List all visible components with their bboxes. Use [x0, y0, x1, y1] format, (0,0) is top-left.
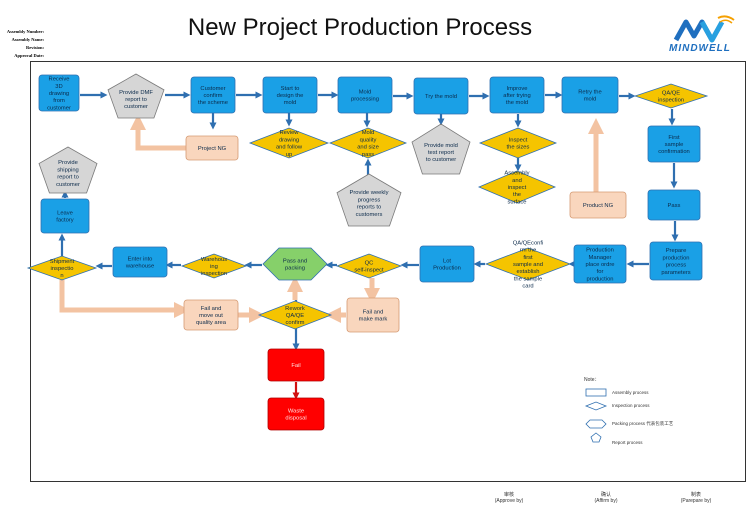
- legend-inspection-label: Inspection process: [612, 403, 650, 408]
- legend-title: Note：: [584, 377, 600, 383]
- prepare-by-label: 制表 (Parepare by): [680, 492, 712, 504]
- node-fail: Fail: [267, 348, 325, 382]
- page-title: New Project Production Process: [187, 14, 533, 41]
- legend-packing-shape: [585, 419, 607, 429]
- diagram-frame: [30, 61, 746, 482]
- node-label: Project NG: [198, 146, 227, 152]
- logo-text: MINDWELL: [669, 43, 731, 54]
- legend-assembly-label: Assembly process: [612, 390, 649, 395]
- node-project-ng: Project NG: [185, 135, 239, 161]
- legend-inspection-shape: [584, 401, 608, 411]
- arrow-projectng-dmf: [129, 113, 186, 151]
- node-pass: Pass: [647, 189, 701, 221]
- approve-by-label: 审核 (Approve by): [494, 492, 524, 504]
- node-label: Fail: [291, 363, 300, 369]
- assembly-name-label: Assembly Name:: [11, 37, 44, 42]
- mindwell-logo-icon: [673, 15, 735, 43]
- legend-report-shape: [590, 432, 602, 443]
- approval-date-label: Approval Date:: [14, 53, 44, 58]
- node-try-mold: Try the mold: [413, 77, 469, 115]
- arrow-shipment-failmove: [59, 280, 191, 319]
- legend-assembly-shape: [585, 388, 607, 397]
- node-label: Product NG: [583, 203, 614, 209]
- affirm-by-label: 确认 (Affirm by): [594, 492, 618, 504]
- legend-packing-label: Packing process 代表包装工艺: [612, 421, 674, 426]
- document-metadata: Assembly Number: Assembly Name: Revision…: [2, 28, 44, 60]
- node-product-ng: Product NG: [569, 191, 627, 219]
- revision-label: Revision:: [26, 45, 44, 50]
- legend-report-label: Report process: [612, 440, 643, 445]
- node-label: Pass: [668, 203, 681, 209]
- flow-arrows: [58, 91, 679, 400]
- node-label: Try the mold: [425, 94, 457, 100]
- assembly-number-label: Assembly Number:: [6, 29, 44, 34]
